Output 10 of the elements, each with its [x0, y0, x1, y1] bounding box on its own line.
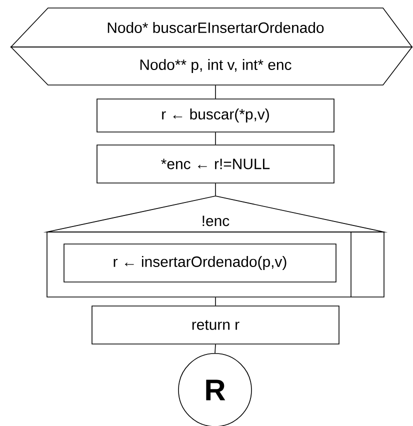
- process-box: r ← buscar(*p,v): [96, 98, 334, 132]
- node-label: !enc: [202, 216, 230, 226]
- connector-line: [215, 85, 216, 99]
- connector-line: [215, 132, 216, 145]
- connector-line: [215, 297, 216, 306]
- process-box: *enc ← r!=NULL: [96, 144, 334, 184]
- process-box: return r: [92, 306, 340, 344]
- process-box: r ← insertarOrdenado(p,v): [64, 244, 336, 282]
- connector-line: [214, 344, 216, 354]
- connector-line: [215, 183, 216, 196]
